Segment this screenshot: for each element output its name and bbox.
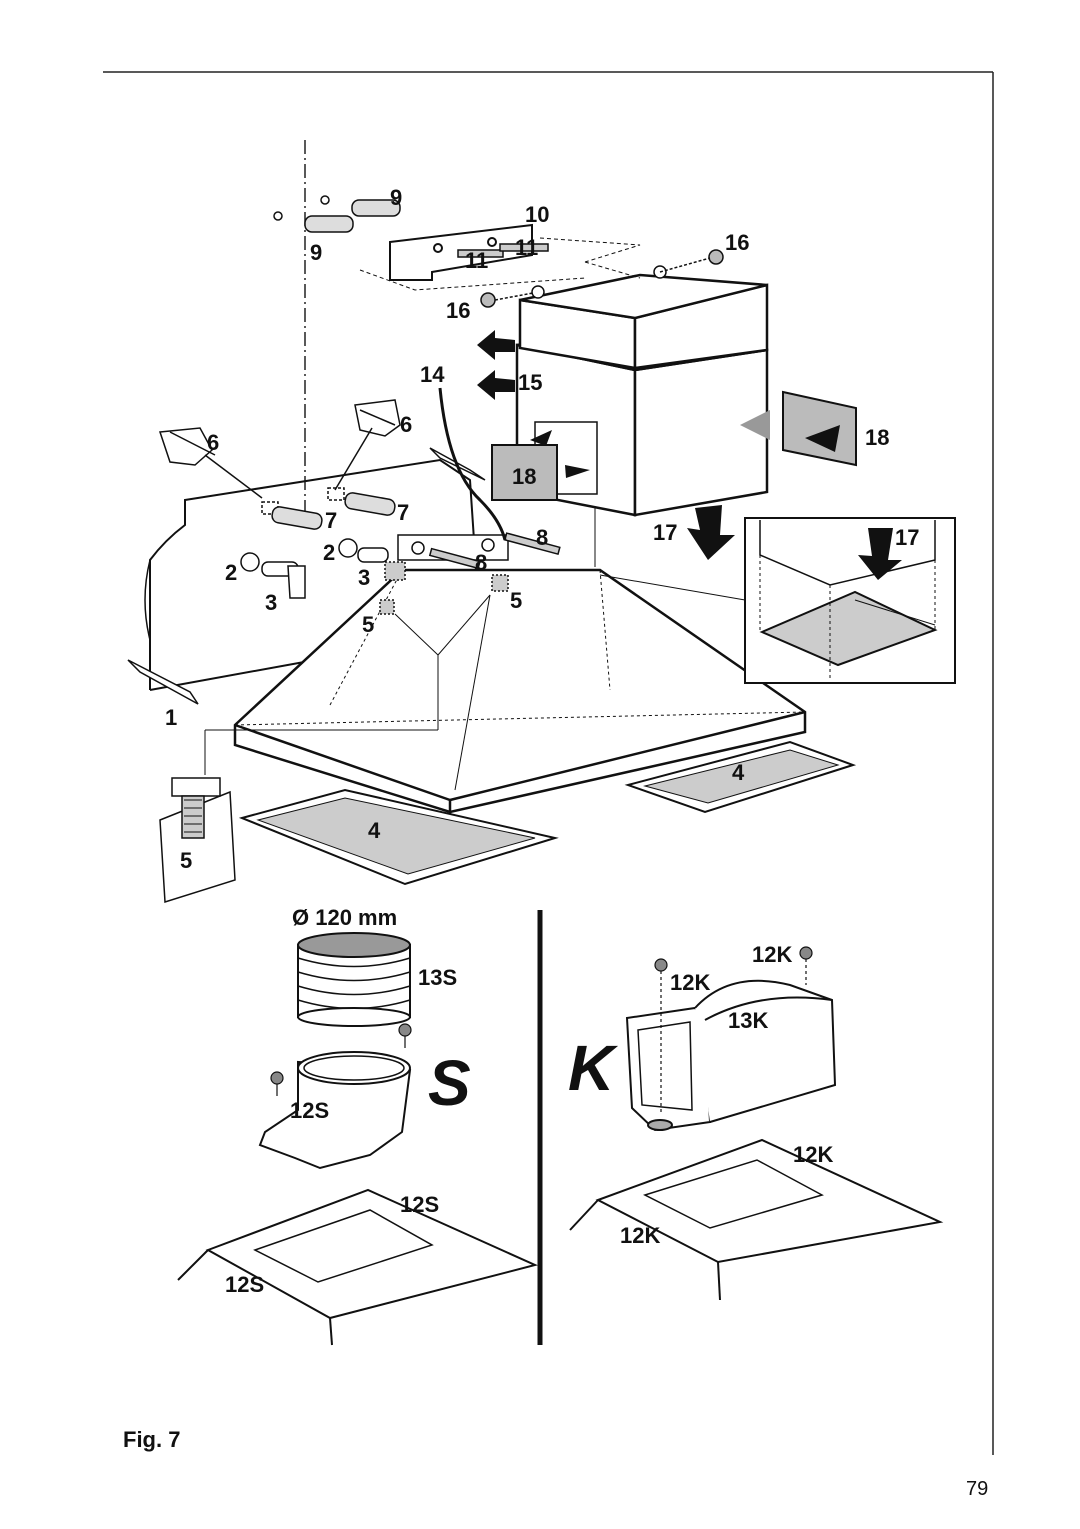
part-labels: 1 2 2 3 3 4 4 5 5 5 6 6 7 7 8 8 9 9 10 1… (165, 185, 919, 1297)
air-outlet-12s (258, 1051, 412, 1170)
page-number: 79 (966, 1478, 988, 1500)
label-17: 17 (653, 520, 677, 545)
label-12s: 12S (225, 1272, 264, 1297)
arrows-15 (477, 330, 515, 400)
screws-11 (457, 243, 549, 258)
variant-letter-k: K (568, 1032, 619, 1104)
power-cable (438, 387, 507, 541)
label-11: 11 (515, 235, 538, 260)
wall-tape-strip (127, 659, 199, 705)
sealing-pad-18 (491, 444, 558, 501)
hanging-brackets (240, 538, 389, 599)
label-12k: 12K (620, 1223, 660, 1248)
label-15: 15 (518, 370, 542, 395)
wall-plug-pair (271, 492, 396, 530)
drill-hand-left (158, 427, 216, 466)
page-frame (103, 71, 994, 1455)
figure-caption: Fig. 7 (123, 1427, 180, 1452)
label-6: 6 (400, 412, 412, 437)
wall-plugs-9 (273, 195, 401, 233)
label-6: 6 (207, 430, 219, 455)
label-9: 9 (310, 240, 322, 265)
screw-icon (270, 1023, 412, 1096)
label-12k: 12K (670, 970, 710, 995)
variant-letter-s: S (428, 1047, 471, 1119)
label-2: 2 (323, 540, 335, 565)
label-18: 18 (865, 425, 889, 450)
sealing-pad-18-right (740, 390, 857, 467)
label-4: 4 (732, 760, 745, 785)
label-1: 1 (165, 705, 177, 730)
label-2: 2 (225, 560, 237, 585)
chimney-top-s (177, 1188, 539, 1346)
label-3: 3 (265, 590, 277, 615)
screws-16 (480, 249, 724, 308)
label-5: 5 (180, 848, 192, 873)
duct-hose-13s (297, 932, 411, 1027)
label-12s: 12S (290, 1098, 329, 1123)
label-4: 4 (368, 818, 381, 843)
chimney-upper (518, 265, 769, 370)
pad-arrows (530, 430, 590, 478)
label-12k: 12K (752, 942, 792, 967)
label-10: 10 (525, 202, 549, 227)
label-12s: 12S (400, 1192, 439, 1217)
label-5: 5 (362, 612, 374, 637)
duct-adapter-13k (625, 979, 837, 1132)
label-9: 9 (390, 185, 402, 210)
hood-hidden-edges (234, 569, 806, 726)
label-12k: 12K (793, 1142, 833, 1167)
label-18: 18 (512, 464, 536, 489)
grease-filter-left (238, 788, 559, 886)
arrow-17 (687, 505, 735, 560)
label-17: 17 (895, 525, 919, 550)
screws-8 (428, 532, 561, 570)
label-7: 7 (325, 508, 337, 533)
label-13s: 13S (418, 965, 457, 990)
filter-clip-detail (159, 777, 236, 904)
detail-box (744, 517, 956, 684)
label-3: 3 (358, 565, 370, 590)
label-5: 5 (510, 588, 522, 613)
label-8: 8 (475, 550, 487, 575)
label-diameter: Ø 120 mm (292, 905, 397, 930)
label-13k: 13K (728, 1008, 768, 1033)
label-16: 16 (725, 230, 749, 255)
drill-hand-right (354, 399, 401, 437)
label-11: 11 (465, 248, 488, 273)
label-8: 8 (536, 525, 548, 550)
grease-filter-right (624, 740, 857, 814)
label-16: 16 (446, 298, 470, 323)
hood-canopy (233, 568, 807, 830)
bracket-outline-dashed (359, 237, 641, 291)
wall-panel (144, 458, 482, 691)
gap-indicator (594, 508, 746, 601)
leader-lines-5 (204, 594, 491, 791)
chimney-top-k (569, 1138, 944, 1301)
label-7: 7 (397, 500, 409, 525)
label-14: 14 (420, 362, 445, 387)
screw-icon (654, 946, 813, 1115)
